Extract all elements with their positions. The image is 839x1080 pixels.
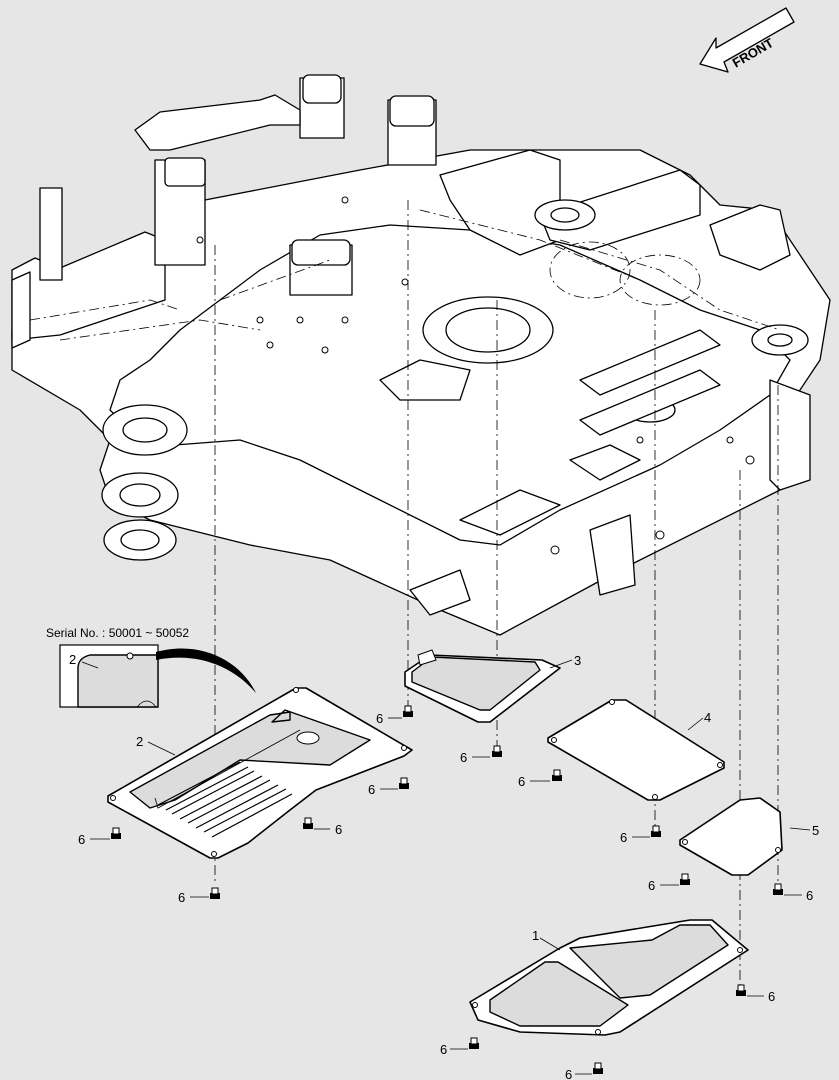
bolt-label: 6 xyxy=(648,878,655,893)
bolt-icon xyxy=(492,745,502,757)
bolt-icon xyxy=(303,817,313,829)
bolt-label: 6 xyxy=(806,888,813,903)
bolt-icon xyxy=(210,887,220,899)
bolt-icon xyxy=(552,769,562,781)
bolt-label: 6 xyxy=(620,830,627,845)
bolt-icon xyxy=(736,984,746,996)
under-cover-part-1: 1 xyxy=(469,919,749,1036)
under-cover-part-4: 4 xyxy=(547,699,725,801)
bolt-icon xyxy=(651,825,661,837)
bolt-label: 6 xyxy=(178,890,185,905)
under-cover-part-3: 3 xyxy=(404,649,581,723)
bolt-label: 6 xyxy=(518,774,525,789)
part-1-label: 1 xyxy=(532,928,539,943)
bolt-icon xyxy=(680,873,690,885)
bolt-icon xyxy=(111,827,121,839)
bolt-label: 6 xyxy=(460,750,467,765)
inset-part-2-label: 2 xyxy=(69,652,76,667)
bolt-label: 6 xyxy=(768,989,775,1004)
under-cover-part-2: 2 xyxy=(107,687,413,859)
center-lines xyxy=(214,200,779,990)
bolt-label: 6 xyxy=(368,782,375,797)
serial-inset: Serial No. : 50001 ~ 50052 2 xyxy=(46,626,256,708)
under-cover-part-5: 5 xyxy=(679,797,819,876)
bolt-label: 6 xyxy=(78,832,85,847)
bolt-label: 6 xyxy=(376,711,383,726)
serial-note: Serial No. : 50001 ~ 50052 xyxy=(46,626,189,640)
bolt-icon xyxy=(773,883,783,895)
part-3-label: 3 xyxy=(574,653,581,668)
bolt-icon xyxy=(403,705,413,717)
bolt-icon xyxy=(399,777,409,789)
bolt-label: 6 xyxy=(335,822,342,837)
part-5-label: 5 xyxy=(812,823,819,838)
part-4-label: 4 xyxy=(704,710,711,725)
bolt-label: 6 xyxy=(565,1067,572,1080)
bolts-part-6: 6 6 6 6 6 6 6 6 6 6 6 6 6 xyxy=(78,705,813,1080)
upper-frame xyxy=(11,74,831,636)
front-direction-arrow: FRONT xyxy=(699,7,795,73)
part-2-label: 2 xyxy=(136,734,143,749)
bolt-icon xyxy=(593,1062,603,1074)
bolt-label: 6 xyxy=(440,1042,447,1057)
bolt-icon xyxy=(469,1037,479,1049)
